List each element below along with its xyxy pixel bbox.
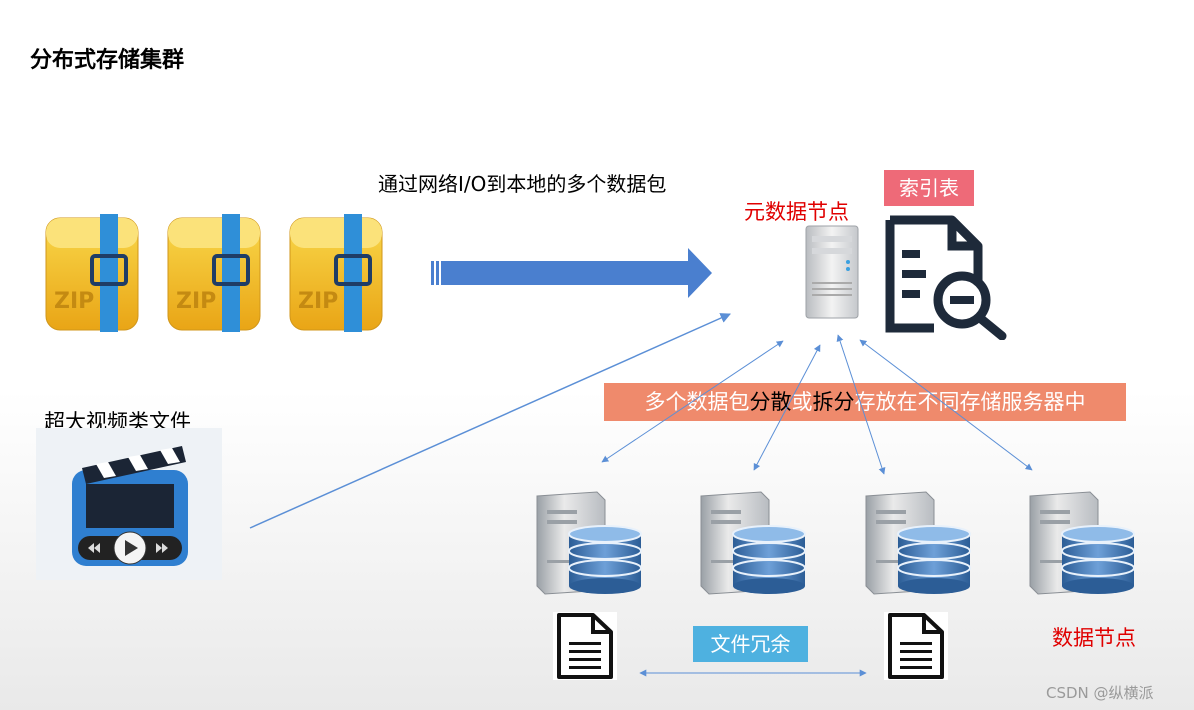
zip-archive-icon: ZIP [280, 210, 392, 336]
banner-text-5: 存放在不同存储服务器中 [854, 390, 1086, 414]
banner-text-1: 多个数据包 [644, 390, 750, 414]
transfer-caption: 通过网络I/O到本地的多个数据包 [378, 172, 667, 196]
distribute-banner: 多个数据包分散或拆分存放在不同存储服务器中 [604, 383, 1126, 421]
banner-text-2: 分散 [749, 390, 792, 414]
zip-text: ZIP [298, 289, 338, 314]
server-database-icon [700, 491, 806, 595]
server-database-icon [865, 491, 971, 595]
video-upload-arrow [249, 313, 731, 529]
index-table-badge: 索引表 [884, 170, 974, 206]
server-icon [805, 225, 859, 319]
watermark: CSDN @纵横派 [1046, 684, 1154, 702]
slide-title: 分布式存储集群 [30, 48, 185, 73]
zip-text: ZIP [54, 289, 94, 314]
banner-text-4: 拆分 [812, 390, 855, 414]
document-search-icon [885, 215, 1007, 340]
document-icon [884, 612, 948, 680]
zip-text: ZIP [176, 289, 216, 314]
block-arrow [431, 248, 712, 298]
zip-archive-icon: ZIP [36, 210, 148, 336]
banner-text-3: 或 [791, 390, 813, 414]
redundancy-badge: 文件冗余 [693, 626, 808, 662]
server-database-icon [536, 491, 642, 595]
metadata-node-label: 元数据节点 [744, 200, 849, 224]
zip-archive-icon: ZIP [158, 210, 270, 336]
server-database-icon [1029, 491, 1135, 595]
video-clapper-icon [36, 428, 222, 580]
document-icon [553, 612, 617, 680]
data-node-label: 数据节点 [1052, 626, 1136, 650]
